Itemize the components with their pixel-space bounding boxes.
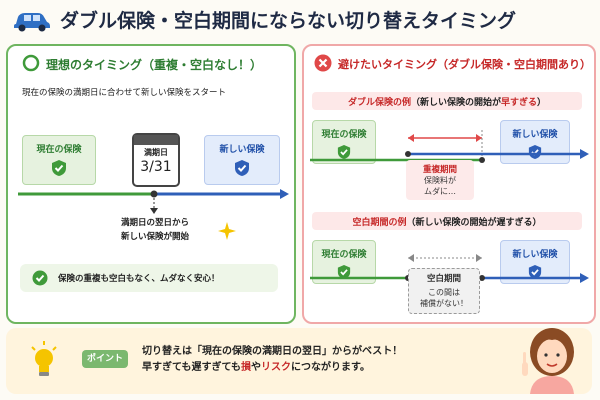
new-insurance-box: 新しい保険 <box>204 135 280 185</box>
double-title-sub-pre: （新しい保険の開始が <box>410 98 501 108</box>
double-title-band <box>312 92 582 110</box>
double-title-sub-em: 早すぎる <box>501 98 538 108</box>
gap-new-box: 新しい保険 <box>500 240 570 284</box>
double-new-box: 新しい保険 <box>500 120 570 164</box>
overlap-note-line1: 保険料が <box>424 176 456 185</box>
point-line2-post: につながります。 <box>291 362 370 373</box>
shield-check-icon <box>337 265 351 279</box>
gap-title-band <box>312 212 582 230</box>
shield-check-icon <box>235 160 249 176</box>
lightbulb-icon <box>31 341 57 376</box>
gap-title: 空白期間の例（新しい保険の開始が遅すぎる） <box>312 215 582 228</box>
point-line2-pre: 早すぎても遅すぎても <box>142 362 241 373</box>
gap-timeline <box>310 254 589 283</box>
double-title-main: ダブル保険の例 <box>347 98 411 108</box>
point-line2-em1: 損 <box>241 362 251 373</box>
point-line2-mid: や <box>251 362 261 373</box>
calendar-icon: 満期日 3/31 <box>132 133 180 187</box>
shield-check-icon <box>52 160 66 176</box>
double-title: ダブル保険の例（新しい保険の開始が早すぎる） <box>312 95 582 108</box>
page-title: ダブル保険・空白期間にならない切り替えタイミング <box>60 10 517 32</box>
shield-check-icon <box>528 265 542 279</box>
woman-pointing-icon <box>522 328 574 394</box>
x-circle-icon <box>314 54 332 72</box>
ideal-description: 現在の保険の満期日に合わせて新しい保険をスタート <box>22 88 227 98</box>
double-current-label: 現在の保険 <box>321 130 367 140</box>
gap-title-main: 空白期間の例 <box>352 218 407 228</box>
calendar-date: 3/31 <box>140 159 172 175</box>
ideal-caption-line1: 満期日の翌日から <box>120 218 189 228</box>
current-insurance-box: 現在の保険 <box>22 135 96 185</box>
ideal-caption: 満期日の翌日から 新しい保険が開始 <box>96 216 214 244</box>
point-line2-em2: リスク <box>261 362 291 373</box>
gap-note-line2: 補償がない！ <box>420 299 468 308</box>
gap-period-box: 空白期間 この間は 補償がない！ <box>408 268 480 314</box>
ideal-heading: 理想のタイミング（重複・空白なし！） <box>46 58 263 72</box>
overlap-period-box: 重複期間 保険料が ムダに… <box>406 160 474 200</box>
car-icon <box>14 13 50 32</box>
point-line1: 切り替えは「現在の保険の満期日の翌日」からがベスト！ <box>142 346 403 357</box>
current-insurance-label: 現在の保険 <box>36 145 82 155</box>
double-title-sub-post: ） <box>537 98 547 108</box>
double-current-box: 現在の保険 <box>312 120 376 164</box>
gap-new-label: 新しい保険 <box>512 250 558 260</box>
point-badge: ポイント <box>82 350 128 368</box>
gap-period-label: 空白期間 <box>426 274 461 284</box>
check-circle-icon <box>32 270 48 286</box>
calendar-title: 満期日 <box>144 148 168 157</box>
double-new-label: 新しい保険 <box>512 130 558 140</box>
shield-check-icon <box>337 145 351 159</box>
overlap-note-line2: ムダに… <box>424 187 456 196</box>
avoid-heading: 避けたいタイミング（ダブル保険・空白期間あり） <box>338 58 591 71</box>
point-line2: 早すぎても遅すぎても損やリスクにつながります。 <box>142 360 402 376</box>
point-text: 切り替えは「現在の保険の満期日の翌日」からがベスト！ 早すぎても遅すぎても損やリ… <box>142 344 402 376</box>
sparkle-icon <box>218 222 236 240</box>
ideal-note-text: 保険の重複も空白もなく、ムダなく安心！ <box>58 274 220 284</box>
new-insurance-label: 新しい保険 <box>219 145 265 155</box>
gap-title-sub: （新しい保険の開始が遅すぎる） <box>406 218 542 228</box>
ideal-caption-line2: 新しい保険が開始 <box>120 232 189 242</box>
overlap-period-label: 重複期間 <box>422 165 457 175</box>
gap-current-box: 現在の保険 <box>312 240 376 284</box>
ideal-note: 保険の重複も空白もなく、ムダなく安心！ <box>20 264 278 292</box>
circle-ok-icon <box>22 54 40 72</box>
ideal-timeline <box>18 189 289 214</box>
gap-current-label: 現在の保険 <box>321 250 367 260</box>
gap-note-line1: この間は <box>428 288 460 297</box>
